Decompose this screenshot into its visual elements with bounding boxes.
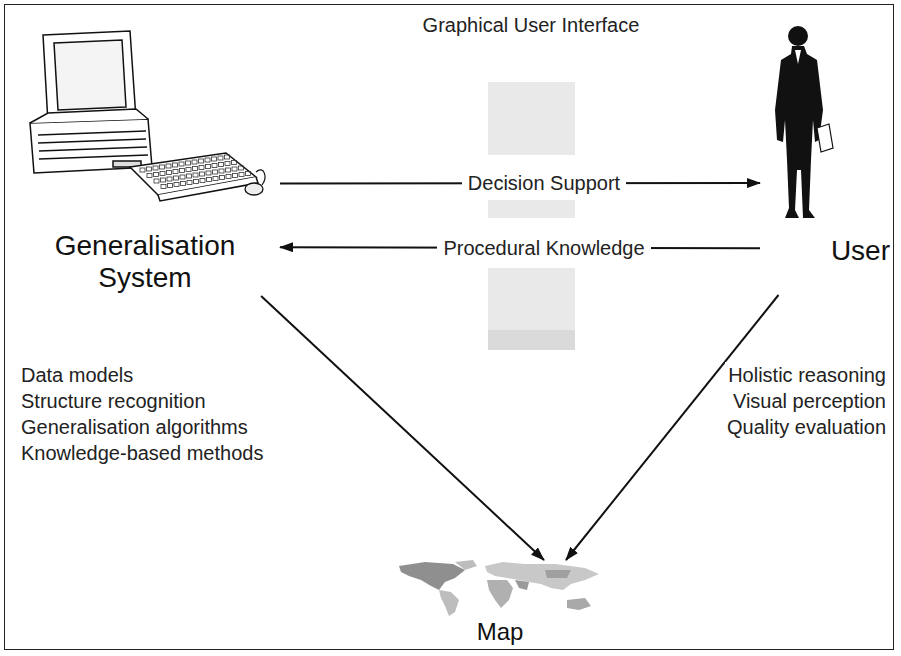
capability-item: Data models bbox=[18, 362, 136, 388]
person-icon bbox=[765, 20, 835, 225]
interface-band bbox=[488, 330, 575, 350]
icon-node: Map bbox=[390, 560, 610, 648]
icon-node: User bbox=[760, 20, 892, 295]
edge-label: Decision Support bbox=[462, 171, 626, 195]
capability-item: Holistic reasoning bbox=[725, 362, 889, 388]
capability-item: Generalisation algorithms bbox=[18, 414, 251, 440]
capability-item: Quality evaluation bbox=[724, 414, 889, 440]
interface-band bbox=[488, 82, 575, 155]
edge-label: Procedural Knowledge bbox=[437, 236, 650, 260]
node-title: Generalisation System bbox=[20, 230, 270, 294]
outer-frame bbox=[4, 4, 894, 650]
capability-item: Knowledge-based methods bbox=[18, 440, 266, 466]
interface-title: Graphical User Interface bbox=[420, 12, 643, 38]
computer-icon bbox=[18, 27, 268, 202]
world-map-icon bbox=[395, 560, 605, 616]
interface-band bbox=[488, 268, 575, 330]
connector-arrow bbox=[261, 296, 544, 560]
node-title: User bbox=[822, 235, 890, 267]
capability-item: Visual perception bbox=[730, 388, 889, 414]
node-title: Map bbox=[390, 618, 610, 646]
interface-band bbox=[488, 200, 575, 218]
icon-node: Generalisation System bbox=[10, 25, 280, 296]
capability-item: Structure recognition bbox=[18, 388, 209, 414]
